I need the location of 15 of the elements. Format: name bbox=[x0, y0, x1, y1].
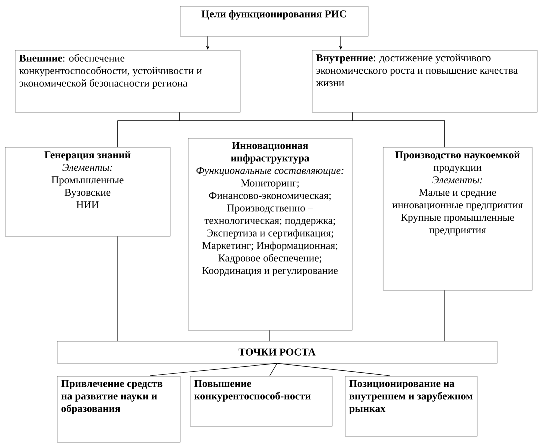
text-box: Инновационная инфраструктура Функциональные составляющие: Мониторинг; Финансово-экономическая; Производственно – технологическая; поддержка; Экспертиза и сертификация; Маркетинг; Информационная; Кадровое обеспечение; Координация и регулирование bbox=[188, 138, 353, 331]
text-box: Цели функционирования РИС bbox=[180, 6, 369, 37]
text-box: Производство наукоемкой продукции Элементы: Малые и средние инновационные предприятия Крупные промышленные предприятия bbox=[383, 146, 533, 291]
connector bbox=[150, 363, 278, 376]
text-box: Повышение конкурентоспособ-ности bbox=[190, 376, 333, 427]
connector bbox=[352, 112, 446, 148]
text-box: ТОЧКИ РОСТА bbox=[57, 341, 498, 364]
text-box: Позиционирование на внутреннем и зарубежном рынках bbox=[345, 376, 478, 437]
connector bbox=[270, 363, 278, 376]
text-box: Привлечение средств на развитие науки и образования bbox=[57, 376, 181, 443]
text-box: Генерация знаний Элементы: Промышленные Вузовские НИИ bbox=[5, 146, 171, 237]
connector bbox=[277, 363, 390, 376]
text-box: Внутренние: достижение устойчивого экономического роста и повышение качества жизни bbox=[312, 50, 538, 113]
text-box: Внешние: обеспечение конкурентоспособности, устойчивости и экономической безопасности региона bbox=[15, 50, 241, 113]
connector bbox=[444, 290, 446, 342]
